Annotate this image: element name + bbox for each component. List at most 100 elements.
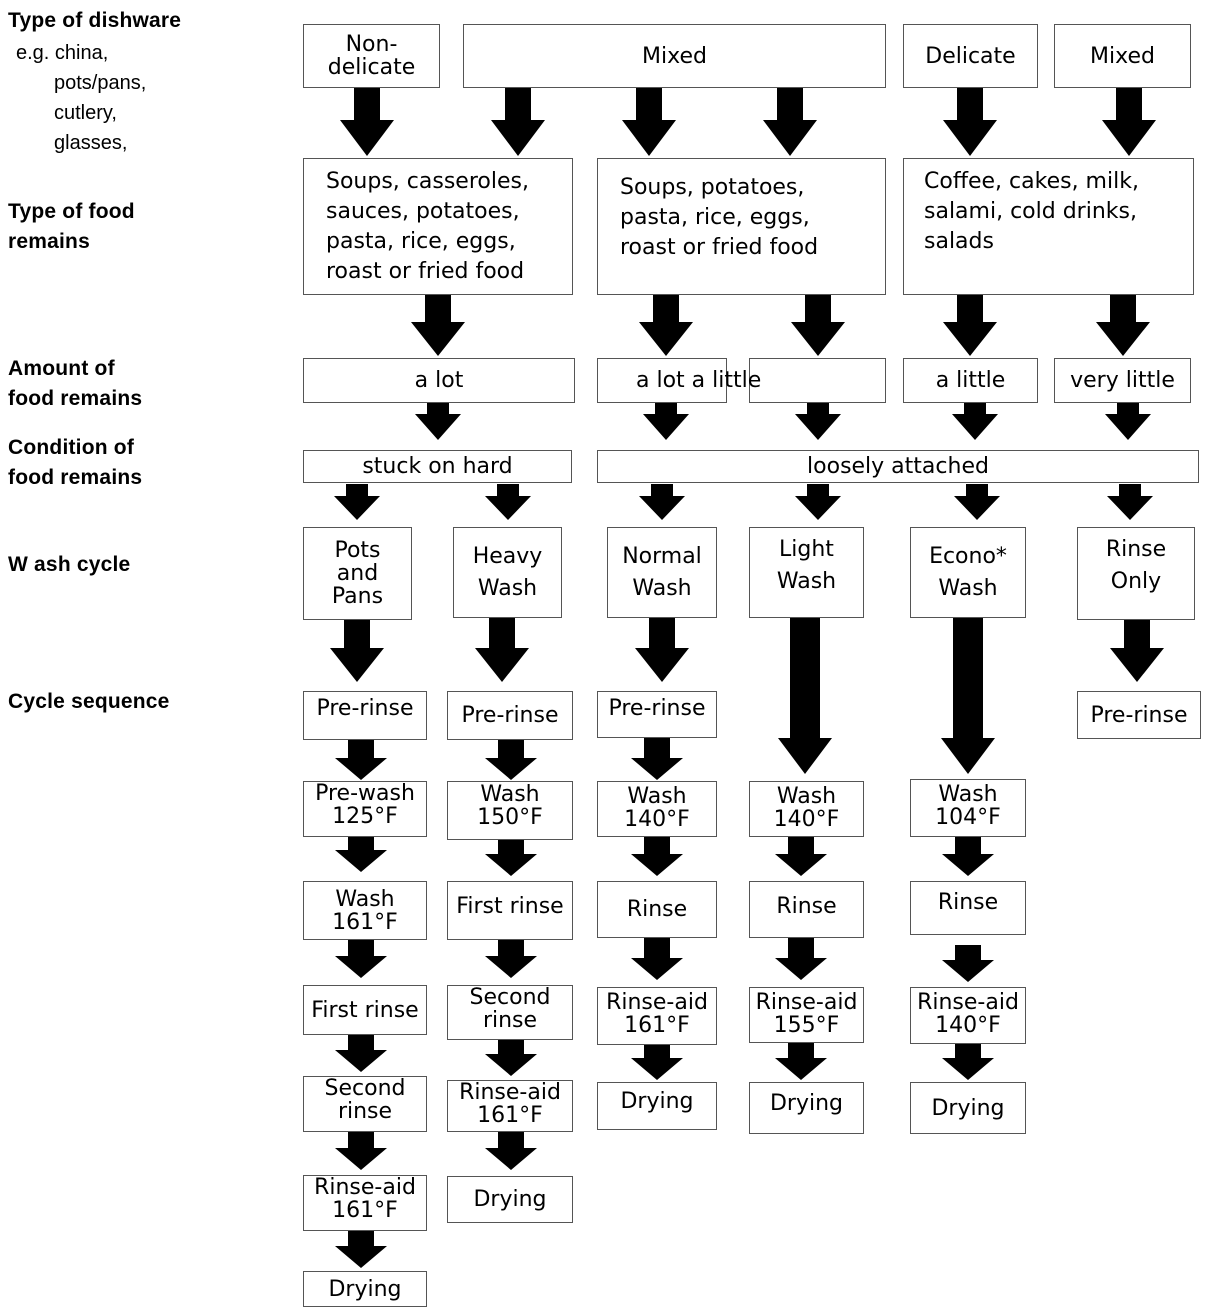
cycle-light-wash: Light Wash	[749, 527, 864, 618]
down-arrow-icon	[335, 1231, 387, 1268]
pots-step-rinse-aid: Rinse-aid 161°F	[303, 1175, 427, 1231]
food-type-light: Coffee, cakes, milk, salami, cold drinks…	[903, 158, 1194, 295]
heavy-step-first-rinse: First rinse	[447, 881, 573, 940]
down-arrow-icon	[335, 740, 387, 780]
normal-step-rinse: Rinse	[597, 881, 717, 938]
row-label-condition-2: food remains	[8, 466, 143, 489]
amount-a-lot-a-little: a lot a little	[597, 358, 761, 403]
down-arrow-icon	[485, 740, 537, 780]
normal-step-pre-rinse: Pre-rinse	[597, 691, 717, 738]
down-arrow-icon	[491, 88, 545, 156]
dishware-example-4: glasses,	[54, 132, 128, 154]
normal-step-wash: Wash 140°F	[597, 781, 717, 837]
heavy-step-rinse-aid: Rinse-aid 161°F	[447, 1080, 573, 1132]
down-arrow-icon	[643, 403, 689, 440]
down-arrow-icon	[475, 618, 529, 682]
down-arrow-icon	[639, 295, 693, 356]
light-step-wash: Wash 140°F	[749, 781, 864, 837]
down-arrow-icon	[795, 403, 841, 440]
dishware-mixed: Mixed	[463, 24, 886, 88]
row-label-condition-1: Condition of	[8, 436, 135, 459]
down-arrow-icon	[1105, 403, 1151, 440]
amount-a-little-box	[749, 358, 886, 403]
dishware-non-delicate: Non- delicate	[303, 24, 440, 88]
down-arrow-icon	[942, 837, 994, 876]
down-arrow-icon	[763, 88, 817, 156]
pots-step-first-rinse: First rinse	[303, 985, 427, 1035]
down-arrow-icon	[941, 618, 995, 774]
down-arrow-icon	[1110, 620, 1164, 682]
down-arrow-icon	[954, 484, 1000, 520]
econo-step-rinse: Rinse	[910, 881, 1026, 935]
down-arrow-icon	[942, 1044, 994, 1080]
pots-step-pre-wash: Pre-wash 125°F	[303, 781, 427, 837]
heavy-step-second-rinse: Second rinse	[447, 985, 573, 1040]
normal-step-rinse-aid: Rinse-aid 161°F	[597, 987, 717, 1045]
down-arrow-icon	[415, 403, 461, 440]
down-arrow-icon	[943, 295, 997, 356]
down-arrow-icon	[791, 295, 845, 356]
row-label-wash-cycle: W ash cycle	[8, 553, 131, 576]
down-arrow-icon	[411, 295, 465, 356]
down-arrow-icon	[485, 484, 531, 520]
econo-step-rinse-aid: Rinse-aid 140°F	[910, 987, 1026, 1044]
down-arrow-icon	[775, 938, 827, 980]
down-arrow-icon	[639, 484, 685, 520]
down-arrow-icon	[485, 1040, 537, 1076]
row-label-food-type-2: remains	[8, 230, 90, 253]
down-arrow-icon	[775, 1043, 827, 1080]
down-arrow-icon	[485, 840, 537, 876]
down-arrow-icon	[335, 1035, 387, 1072]
heavy-step-drying: Drying	[447, 1176, 573, 1223]
down-arrow-icon	[485, 940, 537, 978]
down-arrow-icon	[943, 88, 997, 156]
down-arrow-icon	[942, 945, 994, 982]
econo-step-drying: Drying	[910, 1082, 1026, 1134]
dishware-example-2: pots/pans,	[54, 72, 147, 94]
heavy-step-wash: Wash 150°F	[447, 781, 573, 840]
cycle-econo-wash: Econo* Wash	[910, 527, 1026, 618]
rinse-only-step-pre-rinse: Pre-rinse	[1077, 691, 1201, 739]
light-step-drying: Drying	[749, 1082, 864, 1134]
food-type-medium: Soups, potatoes, pasta, rice, eggs, roas…	[597, 158, 886, 295]
down-arrow-icon	[330, 620, 384, 682]
cycle-heavy-wash: Heavy Wash	[453, 527, 562, 618]
down-arrow-icon	[1107, 484, 1153, 520]
down-arrow-icon	[340, 88, 394, 156]
down-arrow-icon	[778, 618, 832, 774]
row-label-food-type-1: Type of food	[8, 200, 135, 223]
cycle-normal-wash: Normal Wash	[607, 527, 717, 618]
light-step-rinse-aid: Rinse-aid 155°F	[749, 987, 864, 1043]
row-label-amount-2: food remains	[8, 387, 143, 410]
dishware-delicate: Delicate	[903, 24, 1038, 88]
down-arrow-icon	[795, 484, 841, 520]
food-type-heavy: Soups, casseroles, sauces, potatoes, pas…	[303, 158, 573, 295]
pots-step-second-rinse: Second rinse	[303, 1076, 427, 1132]
down-arrow-icon	[631, 1045, 683, 1080]
down-arrow-icon	[485, 1132, 537, 1170]
row-label-cycle-sequence: Cycle sequence	[8, 690, 170, 713]
amount-a-little: a little	[903, 358, 1038, 403]
down-arrow-icon	[335, 940, 387, 978]
down-arrow-icon	[622, 88, 676, 156]
down-arrow-icon	[335, 837, 387, 872]
normal-step-drying: Drying	[597, 1082, 717, 1130]
down-arrow-icon	[635, 618, 689, 682]
condition-loosely-attached: loosely attached	[597, 450, 1199, 483]
row-label-dishware: Type of dishware	[8, 9, 182, 32]
pots-step-drying: Drying	[303, 1271, 427, 1307]
down-arrow-icon	[631, 938, 683, 980]
down-arrow-icon	[1096, 295, 1150, 356]
light-step-rinse: Rinse	[749, 881, 864, 938]
heavy-step-pre-rinse: Pre-rinse	[447, 691, 573, 740]
down-arrow-icon	[334, 484, 380, 520]
down-arrow-icon	[631, 738, 683, 780]
cycle-rinse-only: Rinse Only	[1077, 527, 1195, 620]
down-arrow-icon	[952, 403, 998, 440]
down-arrow-icon	[775, 837, 827, 876]
down-arrow-icon	[335, 1132, 387, 1170]
down-arrow-icon	[631, 837, 683, 876]
pots-step-wash: Wash 161°F	[303, 881, 427, 940]
